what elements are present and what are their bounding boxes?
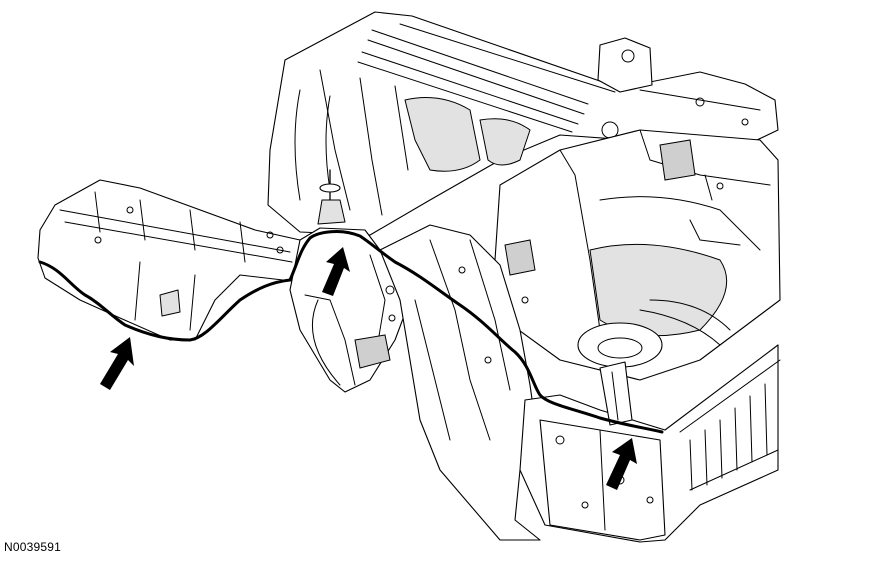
figure-id-label: N0039591 [4,540,61,554]
cable-route [38,230,664,434]
rear-floor-panel [267,11,779,236]
left-frame-rail [37,179,301,341]
rear-bed-section [519,344,781,543]
right-long-rail [379,224,541,541]
arrow-center-crossmember [322,247,350,296]
arrow-left-rail [100,337,134,390]
spare-tire-tub [494,129,781,381]
center-crossmember [289,169,411,393]
arrow-rear-bed [606,438,637,490]
